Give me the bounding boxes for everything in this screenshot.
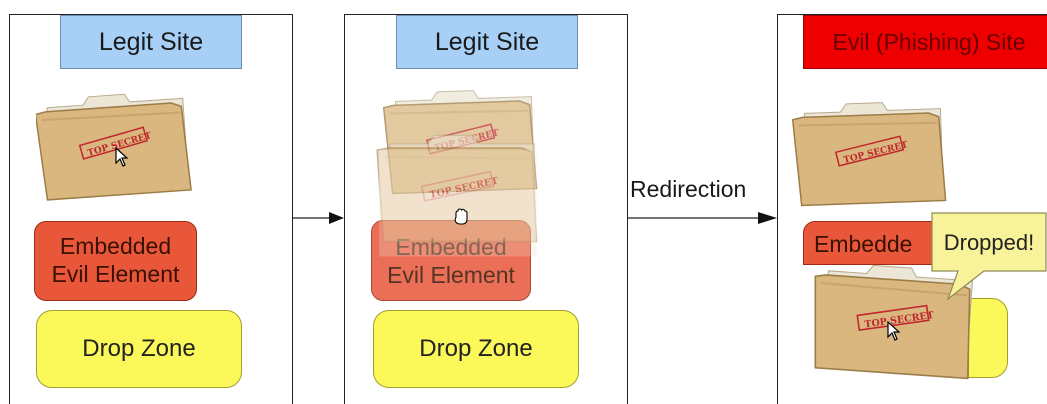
evil-element-line2: Evil Element	[51, 261, 180, 287]
callout-text: Dropped!	[944, 230, 1035, 255]
arrow-cursor-icon	[115, 147, 129, 167]
site-label: Legit Site	[396, 15, 578, 69]
site-label-text: Legit Site	[98, 28, 204, 56]
redirection-label: Redirection	[630, 176, 747, 202]
dragged-folder-icon[interactable]: TOP SECRET	[375, 133, 545, 263]
hand-cursor-icon	[454, 208, 468, 225]
arrow-right-icon	[293, 212, 344, 224]
evil-element-line1: Embedded	[59, 233, 172, 259]
drop-zone[interactable]: Drop Zone	[36, 310, 242, 388]
arrow-right-icon	[628, 212, 777, 224]
evil-element-line2: Evil Element	[387, 262, 515, 288]
dropped-folder-icon[interactable]: TOP SECRET	[810, 265, 980, 387]
panel-legit-step2: Legit Site TOP SECRET Embedded Evil Elem…	[344, 14, 628, 404]
drop-zone-label: Drop Zone	[419, 335, 533, 362]
drop-zone[interactable]: Drop Zone	[373, 310, 579, 388]
arrow-cursor-icon	[887, 321, 901, 341]
panel-phishing-step3: Evil (Phishing) Site TOP SECRET Embedde …	[777, 14, 1047, 404]
evil-element-label: Embedde	[814, 231, 913, 257]
site-label: Legit Site	[60, 15, 242, 69]
folder-icon[interactable]: TOP SECRET	[792, 101, 952, 211]
drop-zone-label: Drop Zone	[82, 335, 196, 362]
site-label-text: Evil (Phishing) Site	[832, 29, 1026, 55]
panel-legit-step1: Legit Site TOP SECRET Embedded Evil Elem…	[9, 14, 293, 404]
drop-zone[interactable]	[968, 298, 1008, 378]
dropped-callout: Dropped!	[931, 212, 1047, 301]
evil-element[interactable]: Embedded Evil Element	[34, 221, 197, 301]
site-label-text: Legit Site	[434, 28, 540, 56]
site-label: Evil (Phishing) Site	[803, 15, 1047, 69]
evil-element[interactable]: Embedde	[803, 221, 953, 265]
